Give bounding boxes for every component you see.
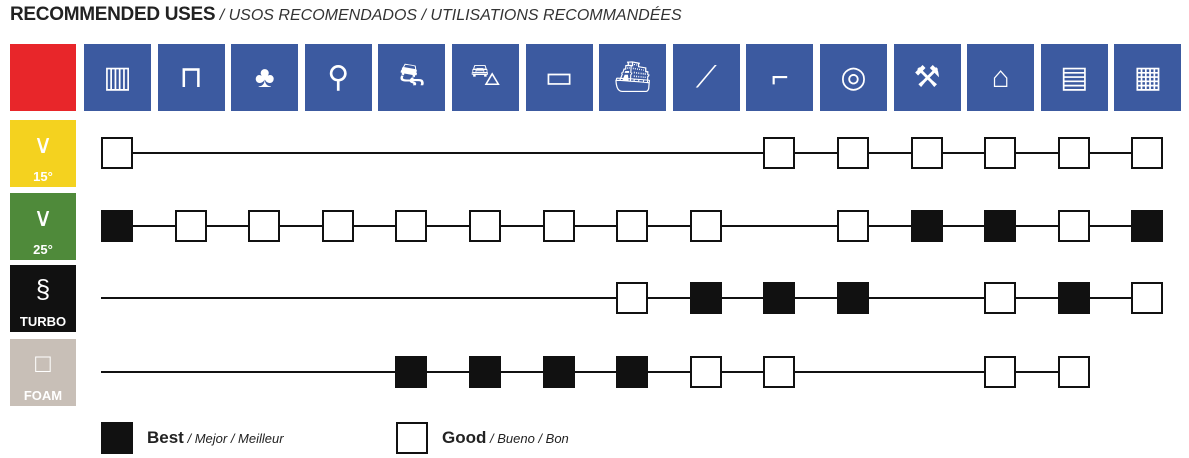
- good-marker: [248, 210, 281, 242]
- row-label-foam: □ FOAM: [10, 339, 76, 406]
- row-label-15-deg: ∨ 15°: [10, 120, 76, 187]
- roof-tiles-icon: ▦: [1114, 44, 1182, 111]
- good-marker: [837, 137, 869, 169]
- legend-good-label: Good: [442, 428, 487, 447]
- best-marker: [1057, 282, 1090, 314]
- fence-icon: ▥: [84, 44, 151, 111]
- best-marker: [763, 282, 796, 314]
- legend-good-sub: / Bueno / Bon: [486, 431, 569, 446]
- good-marker: [763, 137, 796, 169]
- best-marker: [395, 356, 428, 388]
- good-marker: [174, 210, 207, 242]
- stairs-icon: ⌐: [746, 44, 814, 111]
- best-marker: [101, 210, 133, 242]
- best-marker-icon: [101, 422, 133, 454]
- good-marker: [689, 210, 722, 242]
- row-label-text: TURBO: [19, 314, 67, 329]
- row-label-25-deg: ∨ 25°: [10, 193, 76, 260]
- best-marker: [542, 356, 575, 388]
- good-marker: [1131, 137, 1164, 169]
- rv-icon: ▭: [525, 44, 593, 111]
- good-marker-icon: [396, 422, 428, 454]
- bicycle-icon: ⚲: [304, 44, 372, 111]
- good-marker: [689, 356, 722, 388]
- best-marker: [984, 210, 1017, 242]
- good-marker: [1131, 282, 1164, 314]
- good-marker: [1057, 210, 1090, 242]
- good-marker: [1057, 356, 1090, 388]
- row-label-text: FOAM: [23, 388, 63, 403]
- good-marker: [542, 210, 575, 242]
- best-marker: [616, 356, 649, 388]
- good-marker: [616, 282, 649, 314]
- good-marker: [321, 210, 354, 242]
- good-marker: [984, 137, 1017, 169]
- row-line: [101, 371, 1074, 373]
- house-icon: ⌂: [967, 44, 1035, 111]
- best-marker: [1131, 210, 1164, 242]
- legend-good: Good / Bueno / Bon: [396, 422, 569, 454]
- nozzle-icon: ∨: [33, 129, 53, 159]
- car-icon: ⛍: [452, 44, 519, 111]
- good-marker: [984, 356, 1017, 388]
- good-marker: [101, 137, 133, 169]
- trees-icon: ♣: [231, 44, 299, 111]
- boat-icon: ⛴: [599, 44, 667, 111]
- brick-wall-icon: ▤: [1040, 44, 1108, 111]
- legend-best-label: Best: [147, 428, 184, 447]
- pool-icon: ◎: [820, 44, 887, 111]
- row-label-text: 25°: [33, 242, 53, 257]
- good-marker: [469, 210, 501, 242]
- good-marker: [1057, 137, 1090, 169]
- best-marker: [689, 282, 722, 314]
- motorcycle-icon: ⛐: [378, 44, 446, 111]
- title-sub: / USOS RECOMENDADOS / UTILISATIONS RECOM…: [215, 7, 682, 24]
- legend-best-sub: / Mejor / Meilleur: [183, 431, 284, 446]
- good-marker: [616, 210, 649, 242]
- title-main: RECOMMENDED USES: [10, 4, 216, 25]
- nozzle-icon: ∨: [33, 202, 53, 232]
- nozzle-icon: §: [35, 274, 51, 304]
- page-title: RECOMMENDED USES / USOS RECOMENDADOS / U…: [10, 4, 682, 26]
- row-label-turbo: § TURBO: [10, 265, 76, 332]
- legend-best: Best / Mejor / Meilleur: [101, 422, 284, 454]
- best-marker: [469, 356, 501, 388]
- best-marker: [910, 210, 943, 242]
- row-line: [101, 152, 1148, 154]
- nozzle-icon: □: [35, 348, 51, 378]
- good-marker: [395, 210, 428, 242]
- red-corner-block: [10, 44, 76, 111]
- good-marker: [984, 282, 1017, 314]
- row-label-text: 15°: [33, 169, 53, 184]
- good-marker: [763, 356, 796, 388]
- wheelbarrow-icon: ⚒: [893, 44, 961, 111]
- good-marker: [910, 137, 943, 169]
- best-marker: [837, 282, 869, 314]
- good-marker: [837, 210, 869, 242]
- bench-icon: ⊓: [157, 44, 225, 111]
- kayak-icon: ⟋: [672, 44, 740, 111]
